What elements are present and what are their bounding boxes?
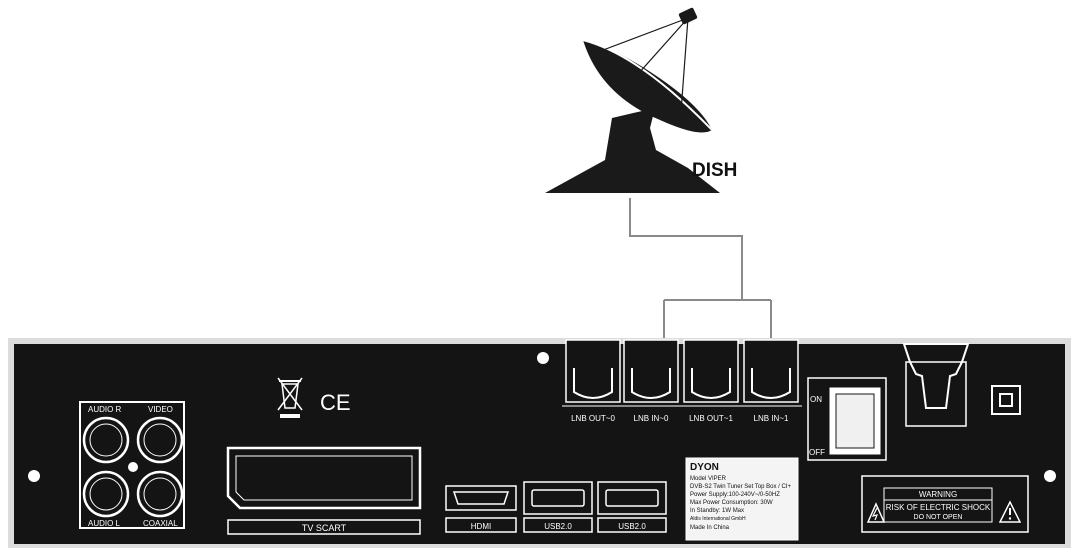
lnb-in-0-label: LNB IN~0 [634,414,669,423]
lnb-out-0-port[interactable] [565,339,621,403]
double-insulation-icon [991,385,1021,415]
lnb-cable [629,198,772,368]
warning-label: WARNING RISK OF ELECTRIC SHOCK DO NOT OP… [861,475,1029,533]
rating-line: Aldis International GmbH [690,516,746,522]
dish-label: DISH [692,160,737,181]
ce-mark-icon: CE [320,390,351,415]
lnb-in-0-port[interactable] [623,339,679,403]
warning-line-2: DO NOT OPEN [914,514,963,521]
rca-video-label: VIDEO [148,405,173,414]
rating-line: DVB-S2 Twin Tuner Set Top Box / CI+ [690,484,791,490]
mount-hole-right [1044,470,1056,482]
rca-video-jack[interactable] [136,416,184,464]
lnb-in-1-label: LNB IN~1 [754,414,789,423]
lnb-out-1-port[interactable] [683,339,739,403]
rca-audio-l-label: AUDIO L [88,519,121,528]
lnb-in-1-port[interactable] [743,339,799,403]
rca-audio-r-label: AUDIO R [88,405,122,414]
power-switch[interactable] [807,377,887,461]
warning-line-1: RISK OF ELECTRIC SHOCK [886,503,991,512]
hdmi-port[interactable] [445,485,517,511]
rating-line: Power Supply:100-240V~/0-50HZ [690,492,780,498]
rca-audio-l-jack[interactable] [82,470,130,518]
weee-bin-icon [277,377,303,418]
warning-triangle-icon [866,502,886,523]
rating-line: In Standby: 1W Max [690,508,744,514]
lnb-out-1-label: LNB OUT~1 [689,414,733,423]
rca-coaxial-jack[interactable] [136,470,184,518]
rating-brand: DYON [690,462,719,473]
rca-coaxial-label: COAXIAL [143,519,178,528]
usb-port-2[interactable] [597,481,667,515]
rating-line: Model VIPER [690,476,727,482]
switch-off-label: OFF [809,448,825,457]
rating-plate: DYON Model VIPER DVB-S2 Twin Tuner Set T… [685,457,799,541]
usb-port-1-label: USB2.0 [544,522,572,531]
usb-port-1[interactable] [523,481,593,515]
rca-audio-r-jack[interactable] [82,416,130,464]
rating-line: Made In China [690,525,730,531]
mount-hole-top [537,352,549,364]
hdmi-label: HDMI [471,522,491,531]
rca-block: AUDIO R VIDEO AUDIO L COAXIAL [79,401,185,529]
lnb-out-0-label: LNB OUT~0 [571,414,615,423]
power-cord-inlet[interactable] [902,343,970,427]
tv-scart-port[interactable] [226,446,422,510]
rating-line: Max Power Consumption: 30W [690,500,773,506]
warning-title: WARNING [919,490,957,499]
usb-port-2-label: USB2.0 [618,522,646,531]
mount-hole-left [28,470,40,482]
warning-triangle-icon [998,500,1022,523]
tv-scart-label: TV SCART [302,523,347,533]
satellite-dish-icon [545,7,720,193]
switch-on-label: ON [810,395,822,404]
